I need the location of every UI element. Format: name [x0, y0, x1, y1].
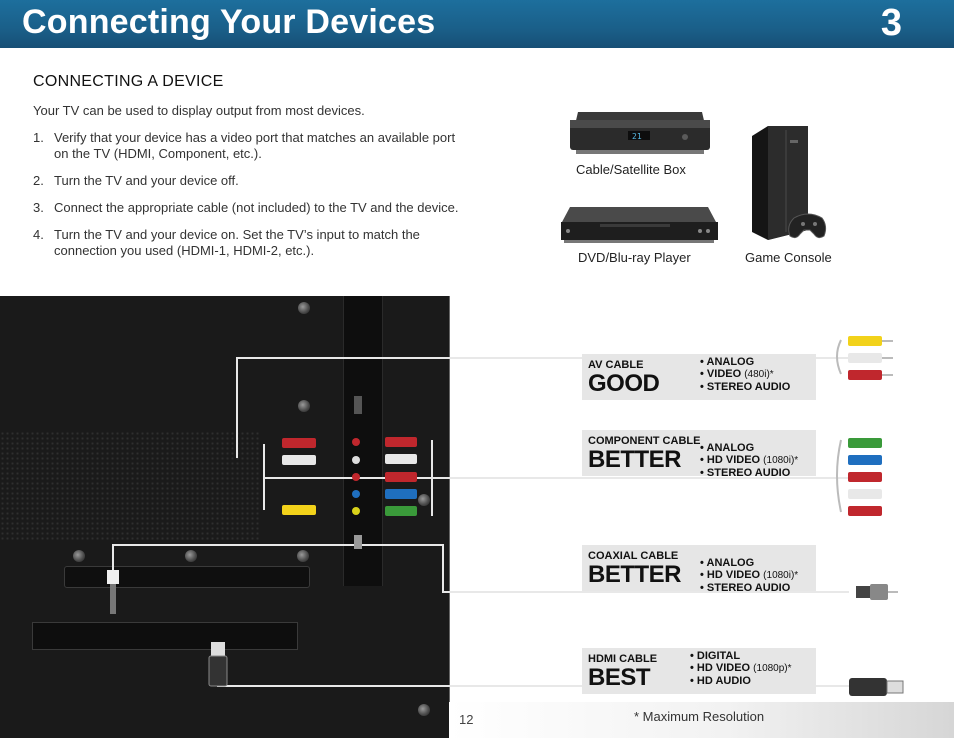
footer-bar [449, 702, 954, 738]
screw-icon [297, 550, 309, 562]
dvd-player-label: DVD/Blu-ray Player [578, 250, 691, 265]
feature-resolution: (480i)* [744, 369, 774, 380]
step-item: 4. Turn the TV and your device on. Set t… [33, 227, 473, 259]
tv-side-av-plugs [282, 437, 417, 516]
coax-cable-line [112, 544, 849, 593]
cable-name: COMPONENT CABLE [588, 435, 701, 447]
dvd-player-icon [561, 207, 718, 243]
cable-features: ANALOG VIDEO (480i)* STEREO AUDIO [700, 356, 791, 393]
feature-resolution: (1080p)* [753, 663, 792, 674]
cable-name: AV CABLE [588, 359, 644, 371]
svg-text:21: 21 [632, 132, 642, 141]
screw-icon [185, 550, 197, 562]
cable-features: ANALOG HD VIDEO (1080i)* STEREO AUDIO [700, 557, 799, 594]
feature-text: ANALOG [706, 442, 755, 454]
cable-info-box: COAXIAL CABLE BETTER ANALOG HD VIDEO (10… [582, 545, 816, 594]
feature-text: DIGITAL [696, 650, 741, 662]
step-item: 3. Connect the appropriate cable (not in… [33, 200, 473, 216]
cable-name: COAXIAL CABLE [588, 550, 679, 562]
cable-box-icon: 21 [570, 112, 710, 154]
step-text: Verify that your device has a video port… [54, 130, 456, 161]
feature-resolution: (1080i)* [763, 455, 799, 466]
component-cable-plugs-icon [836, 438, 882, 516]
tv-back-panel [0, 296, 450, 738]
page-number: 12 [459, 712, 474, 727]
screw-icon [73, 550, 85, 562]
game-console-label: Game Console [745, 250, 832, 265]
feature-text: STEREO AUDIO [706, 467, 791, 479]
game-console-icon [752, 126, 827, 240]
cable-info-box: HDMI CABLE BEST DIGITAL HD VIDEO (1080p)… [582, 648, 816, 694]
feature-text: HD AUDIO [696, 675, 751, 687]
side-input-strip [343, 296, 383, 586]
feature-text: STEREO AUDIO [706, 381, 791, 393]
step-text: Connect the appropriate cable (not inclu… [54, 200, 459, 215]
stand-slot [64, 566, 310, 588]
tv-coax-plug [107, 570, 119, 614]
tv-hdmi-plug [208, 642, 228, 687]
step-number: 3. [33, 200, 44, 215]
cable-rating: GOOD [588, 370, 660, 397]
screw-icon [298, 302, 310, 314]
screw-icon [418, 494, 430, 506]
footnote: * Maximum Resolution [634, 709, 765, 724]
cable-info-box: COMPONENT CABLE BETTER ANALOG HD VIDEO (… [582, 430, 816, 479]
cable-rating: BEST [588, 664, 651, 691]
cable-features: DIGITAL HD VIDEO (1080p)* HD AUDIO [690, 650, 792, 687]
chapter-number: 3 [880, 2, 902, 44]
feature-text: ANALOG [706, 557, 755, 569]
page-title: Connecting Your Devices [22, 3, 436, 41]
cable-name: HDMI CABLE [588, 653, 658, 665]
screw-icon [298, 400, 310, 412]
feature-text: VIDEO [706, 368, 742, 380]
coax-cable-plug-icon [856, 584, 898, 600]
step-text: Turn the TV and your device on. Set the … [54, 227, 420, 258]
page-header: Connecting Your Devices 3 [0, 0, 954, 48]
tv-side-jacks [352, 396, 362, 549]
component-cable-line [263, 477, 849, 510]
feature-text: HD VIDEO [696, 662, 751, 674]
cable-info-box: AV CABLE GOOD ANALOG VIDEO (480i)* STERE… [582, 354, 816, 400]
step-number: 2. [33, 173, 44, 188]
feature-text: ANALOG [706, 356, 755, 368]
step-number: 4. [33, 227, 44, 242]
cable-rating: BETTER [588, 561, 682, 588]
intro-text: Your TV can be used to display output fr… [33, 103, 365, 118]
cable-box-label: Cable/Satellite Box [576, 162, 686, 177]
bottom-input-strip [32, 622, 298, 650]
hdmi-cable-plug-icon [849, 678, 904, 696]
step-number: 1. [33, 130, 44, 145]
steps-list: 1. Verify that your device has a video p… [33, 130, 473, 270]
feature-resolution: (1080i)* [763, 570, 799, 581]
feature-text: HD VIDEO [706, 569, 761, 581]
step-text: Turn the TV and your device off. [54, 173, 239, 188]
step-item: 2. Turn the TV and your device off. [33, 173, 473, 189]
section-heading: CONNECTING A DEVICE [33, 73, 224, 90]
av-cable-plugs-icon [836, 336, 893, 380]
feature-text: HD VIDEO [706, 454, 761, 466]
cable-rating: BETTER [588, 446, 682, 473]
feature-text: STEREO AUDIO [706, 582, 791, 594]
screw-icon [418, 704, 430, 716]
step-item: 1. Verify that your device has a video p… [33, 130, 473, 162]
cable-features: ANALOG HD VIDEO (1080i)* STEREO AUDIO [700, 442, 799, 479]
device-illustrations: 21 [561, 112, 827, 243]
vent-grille [0, 431, 260, 541]
